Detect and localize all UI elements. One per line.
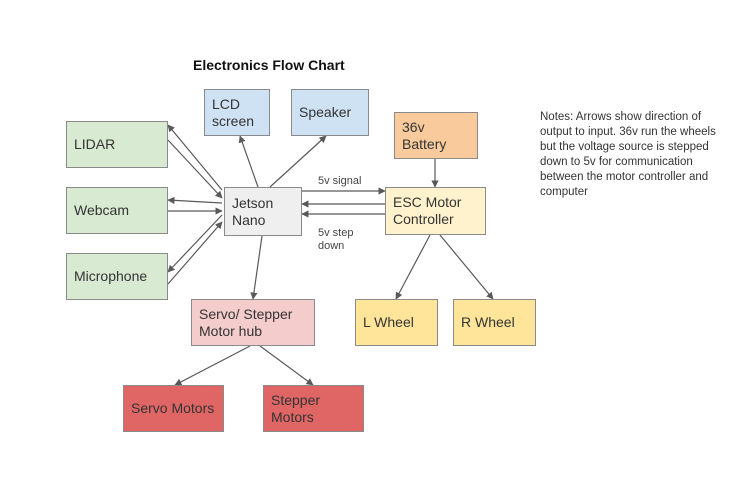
arrow-jetson-to-hub xyxy=(250,235,263,300)
node-servo-stepper-hub-label: Servo/ Stepper Motor hub xyxy=(199,305,293,339)
arrow-jetson-to-microphone xyxy=(167,214,223,273)
node-microphone-label: Microphone xyxy=(74,268,148,284)
node-lidar[interactable]: LIDAR xyxy=(66,121,168,168)
node-lidar-label: LIDAR xyxy=(74,136,116,152)
node-webcam-label: Webcam xyxy=(74,202,129,218)
node-battery[interactable]: 36v Battery xyxy=(394,112,478,159)
arrow-hub-to-servo xyxy=(174,345,251,386)
edge-label-5v-signal: 5v signal xyxy=(318,175,362,187)
arrow-jetson-to-lidar xyxy=(167,124,223,191)
node-lcd-screen[interactable]: LCD screen xyxy=(204,89,270,136)
node-esc-motor-controller[interactable]: ESC Motor Controller xyxy=(385,187,486,235)
edge-label-5v-step-down: 5v step down xyxy=(318,227,354,252)
arrow-jetson-to-speaker xyxy=(269,135,327,188)
node-lcd-screen-label: LCD screen xyxy=(212,95,255,129)
node-servo-stepper-hub[interactable]: Servo/ Stepper Motor hub xyxy=(191,299,315,346)
node-speaker[interactable]: Speaker xyxy=(291,89,369,136)
node-esc-motor-controller-label: ESC Motor Controller xyxy=(393,194,462,227)
node-r-wheel[interactable]: R Wheel xyxy=(453,299,536,346)
arrow-jetson-to-lcd xyxy=(238,135,259,188)
node-stepper-motors-label: Stepper Motors xyxy=(271,391,321,425)
diagram-title: Electronics Flow Chart xyxy=(193,57,345,73)
arrow-esc-to-rwheel xyxy=(439,234,494,300)
node-microphone[interactable]: Microphone xyxy=(66,253,168,300)
arrow-jetson-to-webcam xyxy=(167,196,223,204)
node-servo-motors-label: Servo Motors xyxy=(131,400,215,416)
node-speaker-label: Speaker xyxy=(299,104,352,120)
node-jetson-nano[interactable]: Jetson Nano xyxy=(224,187,302,236)
node-l-wheel[interactable]: L Wheel xyxy=(355,299,438,346)
node-battery-label: 36v Battery xyxy=(402,118,447,152)
node-r-wheel-label: R Wheel xyxy=(461,314,515,330)
node-stepper-motors[interactable]: Stepper Motors xyxy=(263,385,364,432)
node-jetson-nano-label: Jetson Nano xyxy=(232,194,274,228)
arrow-lidar-to-jetson xyxy=(167,139,223,199)
node-l-wheel-label: L Wheel xyxy=(363,314,414,330)
node-webcam[interactable]: Webcam xyxy=(66,187,168,234)
notes-text: Notes: Arrows show direction of output t… xyxy=(540,111,716,198)
arrow-microphone-to-jetson xyxy=(167,221,223,285)
arrow-esc-to-lwheel xyxy=(395,234,431,300)
node-servo-motors[interactable]: Servo Motors xyxy=(123,385,224,432)
arrow-hub-to-stepper xyxy=(259,345,314,386)
